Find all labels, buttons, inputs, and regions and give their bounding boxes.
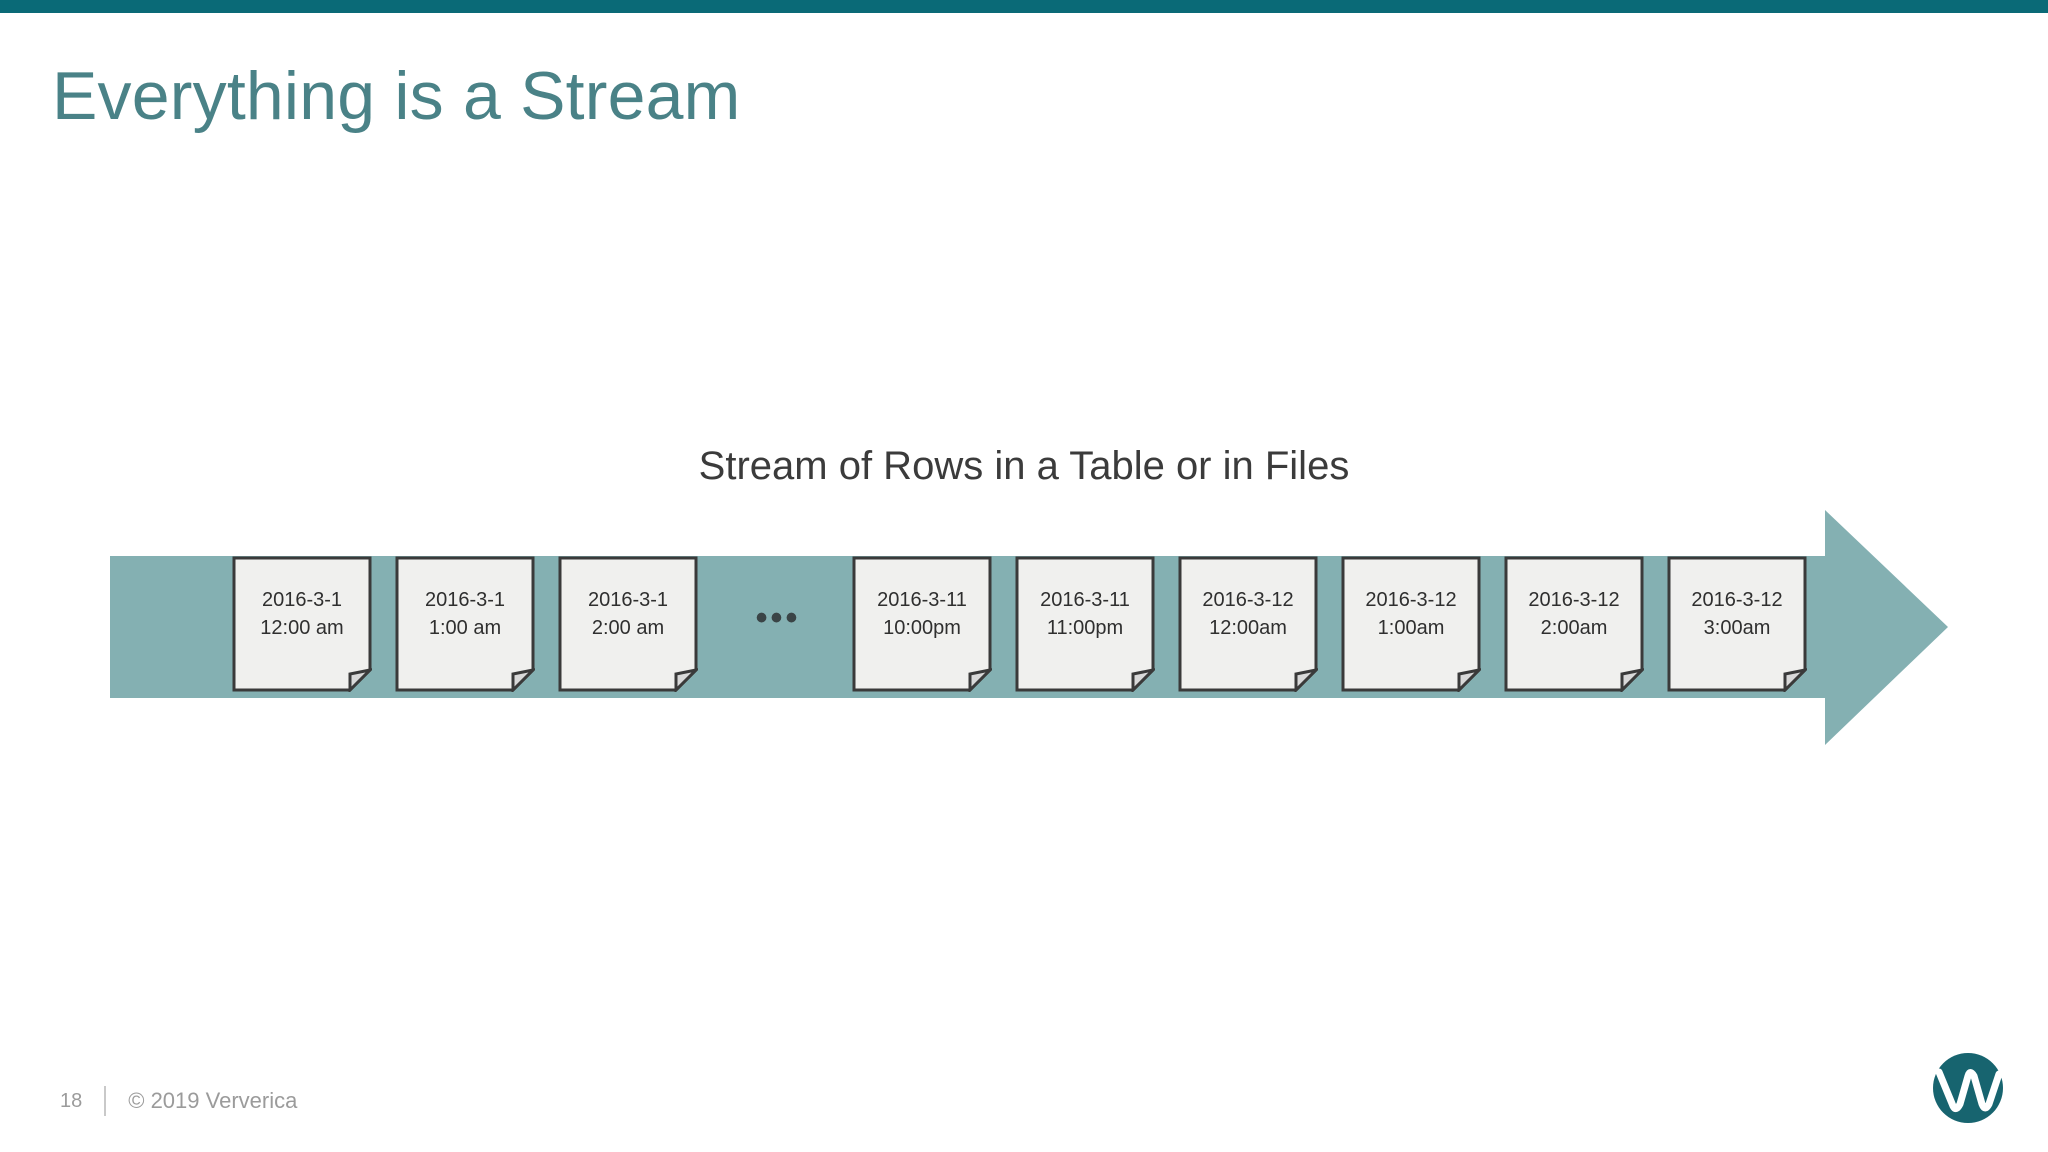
footer-divider xyxy=(104,1086,107,1116)
document-card-body xyxy=(852,556,992,692)
document-card-body xyxy=(1504,556,1644,692)
page-title: Everything is a Stream xyxy=(52,58,741,134)
top-accent-bar xyxy=(0,0,2048,13)
document-card-body xyxy=(1341,556,1481,692)
document-card-body xyxy=(232,556,372,692)
document-card-fold-icon xyxy=(1620,668,1644,692)
document-card-body xyxy=(1015,556,1155,692)
document-card-body xyxy=(558,556,698,692)
document-card-body xyxy=(1667,556,1807,692)
page-number: 18 xyxy=(60,1090,83,1112)
document-card-fold-icon xyxy=(674,668,698,692)
document-card-body xyxy=(1178,556,1318,692)
ververica-logo-icon xyxy=(1932,1052,2004,1124)
footer: 18 © 2019 Ververica xyxy=(60,1084,297,1118)
document-card-fold-icon xyxy=(1294,668,1318,692)
document-card-fold-icon xyxy=(1457,668,1481,692)
copyright-text: © 2019 Ververica xyxy=(128,1088,298,1113)
ellipsis-separator: ••• xyxy=(755,599,801,637)
diagram-caption: Stream of Rows in a Table or in Files xyxy=(698,444,1350,488)
document-card-fold-icon xyxy=(511,668,535,692)
document-card-body xyxy=(395,556,535,692)
document-card-fold-icon xyxy=(1131,668,1155,692)
document-card-fold-icon xyxy=(348,668,372,692)
document-card-fold-icon xyxy=(1783,668,1807,692)
document-card-fold-icon xyxy=(968,668,992,692)
